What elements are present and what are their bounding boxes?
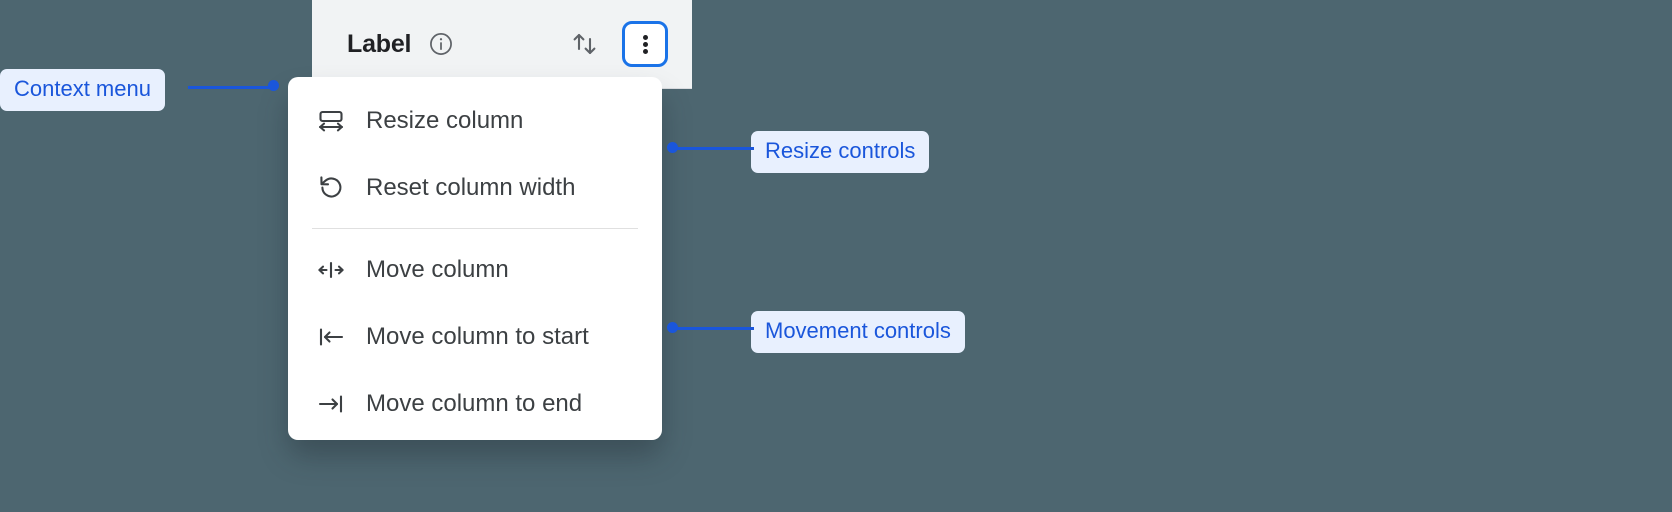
menu-item-label: Move column <box>366 255 509 283</box>
annotation-leader-dot <box>667 142 678 153</box>
menu-item-label: Move column to start <box>366 322 589 350</box>
menu-item-reset-column-width[interactable]: Reset column width <box>288 154 662 221</box>
move-to-end-icon <box>316 389 346 419</box>
move-to-start-icon <box>316 322 346 352</box>
more-dot <box>642 48 648 54</box>
sort-up-down-icon[interactable] <box>566 25 604 63</box>
menu-divider <box>312 228 638 229</box>
menu-item-label: Reset column width <box>366 173 576 201</box>
annotation-resize-controls: Resize controls <box>751 131 930 173</box>
reset-rotate-ccw-icon <box>316 173 346 203</box>
resize-column-icon <box>316 106 346 136</box>
annotation-leader-dot <box>667 322 678 333</box>
annotation-leader-line <box>188 86 274 89</box>
more-options-button[interactable] <box>622 21 668 67</box>
info-circle-icon[interactable] <box>428 31 454 57</box>
more-dot <box>642 41 648 47</box>
more-dot <box>642 34 648 40</box>
page-title: Label <box>347 29 412 58</box>
menu-item-move-column-to-start[interactable]: Move column to start <box>288 303 662 370</box>
menu-item-move-column[interactable]: Move column <box>288 236 662 303</box>
move-column-icon <box>316 255 346 285</box>
annotation-context-menu: Context menu <box>0 69 165 111</box>
menu-item-label: Move column to end <box>366 389 583 417</box>
menu-item-label: Resize column <box>366 106 524 134</box>
annotation-leader-line <box>672 327 754 330</box>
column-context-menu: Resize column Reset column width Move co… <box>288 77 662 440</box>
menu-item-move-column-to-end[interactable]: Move column to end <box>288 370 662 437</box>
annotation-leader-dot <box>268 80 279 91</box>
menu-item-resize-column[interactable]: Resize column <box>288 87 662 154</box>
annotation-leader-line <box>672 147 754 150</box>
annotation-movement-controls: Movement controls <box>751 311 965 353</box>
column-header-panel: Label <box>312 0 692 89</box>
